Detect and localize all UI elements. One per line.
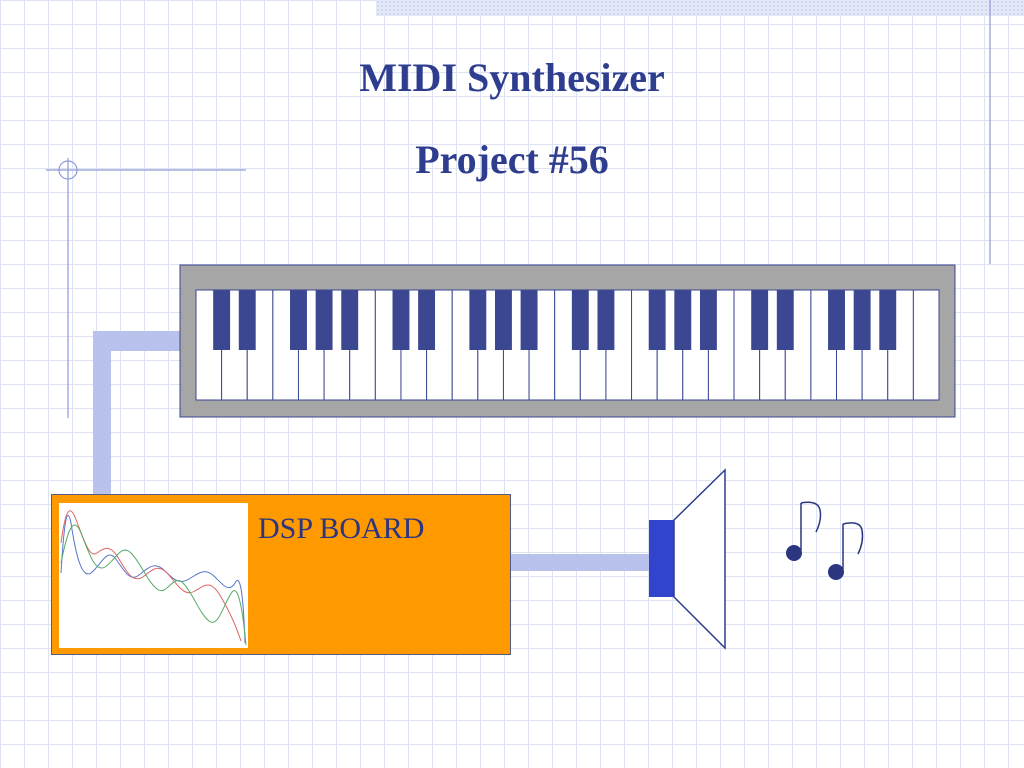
black-key: [213, 290, 231, 350]
black-key: [290, 290, 307, 350]
waveform-green: [60, 524, 247, 646]
black-key: [776, 290, 794, 350]
black-key: [341, 290, 359, 350]
black-key: [418, 290, 436, 350]
black-key: [879, 290, 897, 350]
black-key: [315, 290, 333, 350]
black-key: [853, 290, 871, 350]
white-keys: [195, 289, 940, 401]
black-key: [392, 290, 410, 350]
slide-title: MIDI Synthesizer: [359, 55, 665, 100]
black-key: [520, 290, 538, 350]
cable-speaker: [511, 554, 649, 571]
top-decorative-band: [376, 0, 1024, 16]
cable-keyboard-vertical: [93, 331, 111, 495]
black-key: [469, 290, 487, 350]
decorative-lines: [46, 0, 991, 418]
black-key: [597, 290, 615, 350]
music-notes-icon: [786, 501, 864, 580]
black-key: [238, 290, 256, 350]
black-key: [648, 290, 666, 350]
slide-subtitle: Project #56: [415, 137, 609, 182]
note-head-1: [786, 545, 802, 561]
speaker-icon: [649, 468, 726, 650]
dsp-board-label: DSP BOARD: [258, 512, 425, 545]
white-key: [912, 289, 940, 401]
cables: [93, 331, 649, 571]
waveform-blue: [60, 515, 246, 644]
black-key: [571, 290, 589, 350]
waveform-icon: [60, 510, 247, 646]
black-key: [751, 290, 769, 350]
black-key: [494, 290, 512, 350]
keyboard-icon: [179, 264, 956, 418]
note-head-2: [828, 564, 844, 580]
speaker-magnet: [649, 520, 674, 597]
black-key: [828, 290, 845, 350]
black-key: [699, 290, 717, 350]
speaker-cone: [673, 468, 726, 650]
cable-keyboard-horizontal: [93, 331, 181, 351]
black-keys: [213, 290, 897, 350]
black-key: [674, 290, 692, 350]
waveform-panel: [59, 503, 248, 648]
